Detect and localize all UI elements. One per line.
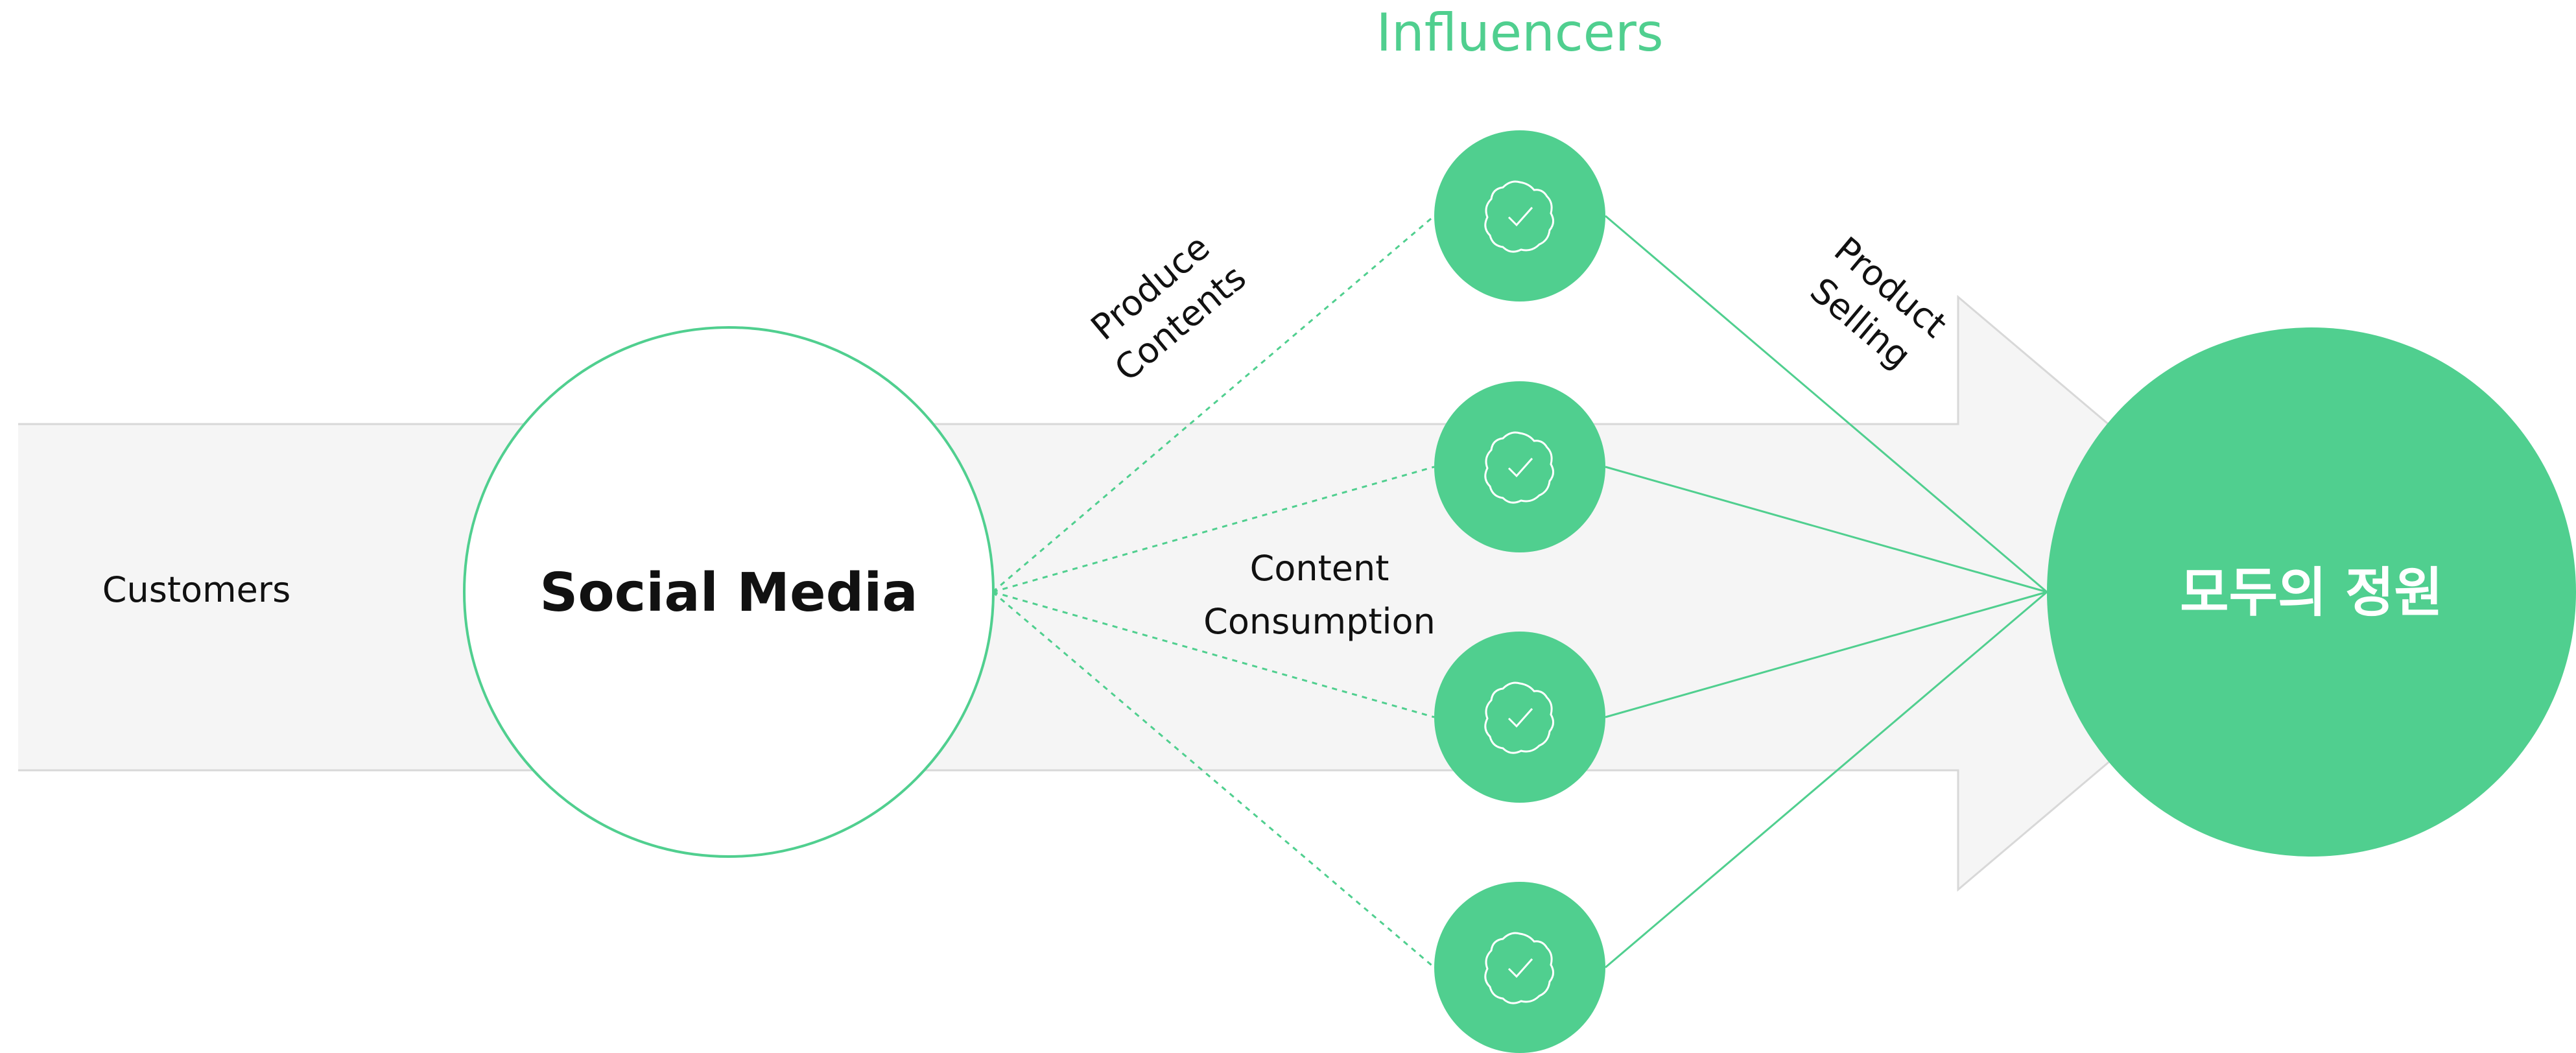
- influencer-node-2: [1434, 381, 1605, 552]
- verified-badge-icon: [1484, 932, 1554, 1004]
- selling-line-4: [1605, 591, 2048, 969]
- influencer-node-4: [1434, 882, 1605, 1053]
- content-consumption-label: Content Consumption: [1203, 548, 1436, 642]
- svg-text:Content: Content: [1250, 548, 1389, 589]
- influencers-title: Influencers: [1376, 3, 1663, 63]
- selling-line-3: [1605, 591, 2048, 718]
- selling-lines: [1605, 215, 2048, 969]
- verified-badge-icon: [1484, 681, 1554, 754]
- social-media-label: Social Media: [539, 562, 917, 624]
- product-selling-label: Product Selling: [1802, 229, 1955, 376]
- produce-lines: [992, 215, 1435, 969]
- svg-text:Consumption: Consumption: [1203, 601, 1436, 642]
- influencer-node-1: [1434, 130, 1605, 302]
- produce-line-3: [992, 591, 1435, 718]
- produce-line-4: [992, 591, 1435, 969]
- verified-badge-icon: [1484, 431, 1554, 504]
- destination-label: 모두의 정원: [2180, 562, 2443, 624]
- selling-line-2: [1605, 466, 2048, 593]
- verified-badge-icon: [1484, 180, 1554, 253]
- produce-contents-label: Produce Contents: [1083, 226, 1254, 389]
- flow-arrow: [18, 294, 2310, 892]
- influencer-nodes: [1434, 130, 1605, 1053]
- produce-line-1: [992, 215, 1435, 593]
- produce-line-2: [992, 466, 1435, 593]
- customers-label: Customers: [102, 569, 290, 610]
- influencer-node-3: [1434, 632, 1605, 803]
- social-media-node: [463, 326, 995, 858]
- selling-line-1: [1605, 215, 2048, 593]
- destination-node: [2047, 327, 2576, 857]
